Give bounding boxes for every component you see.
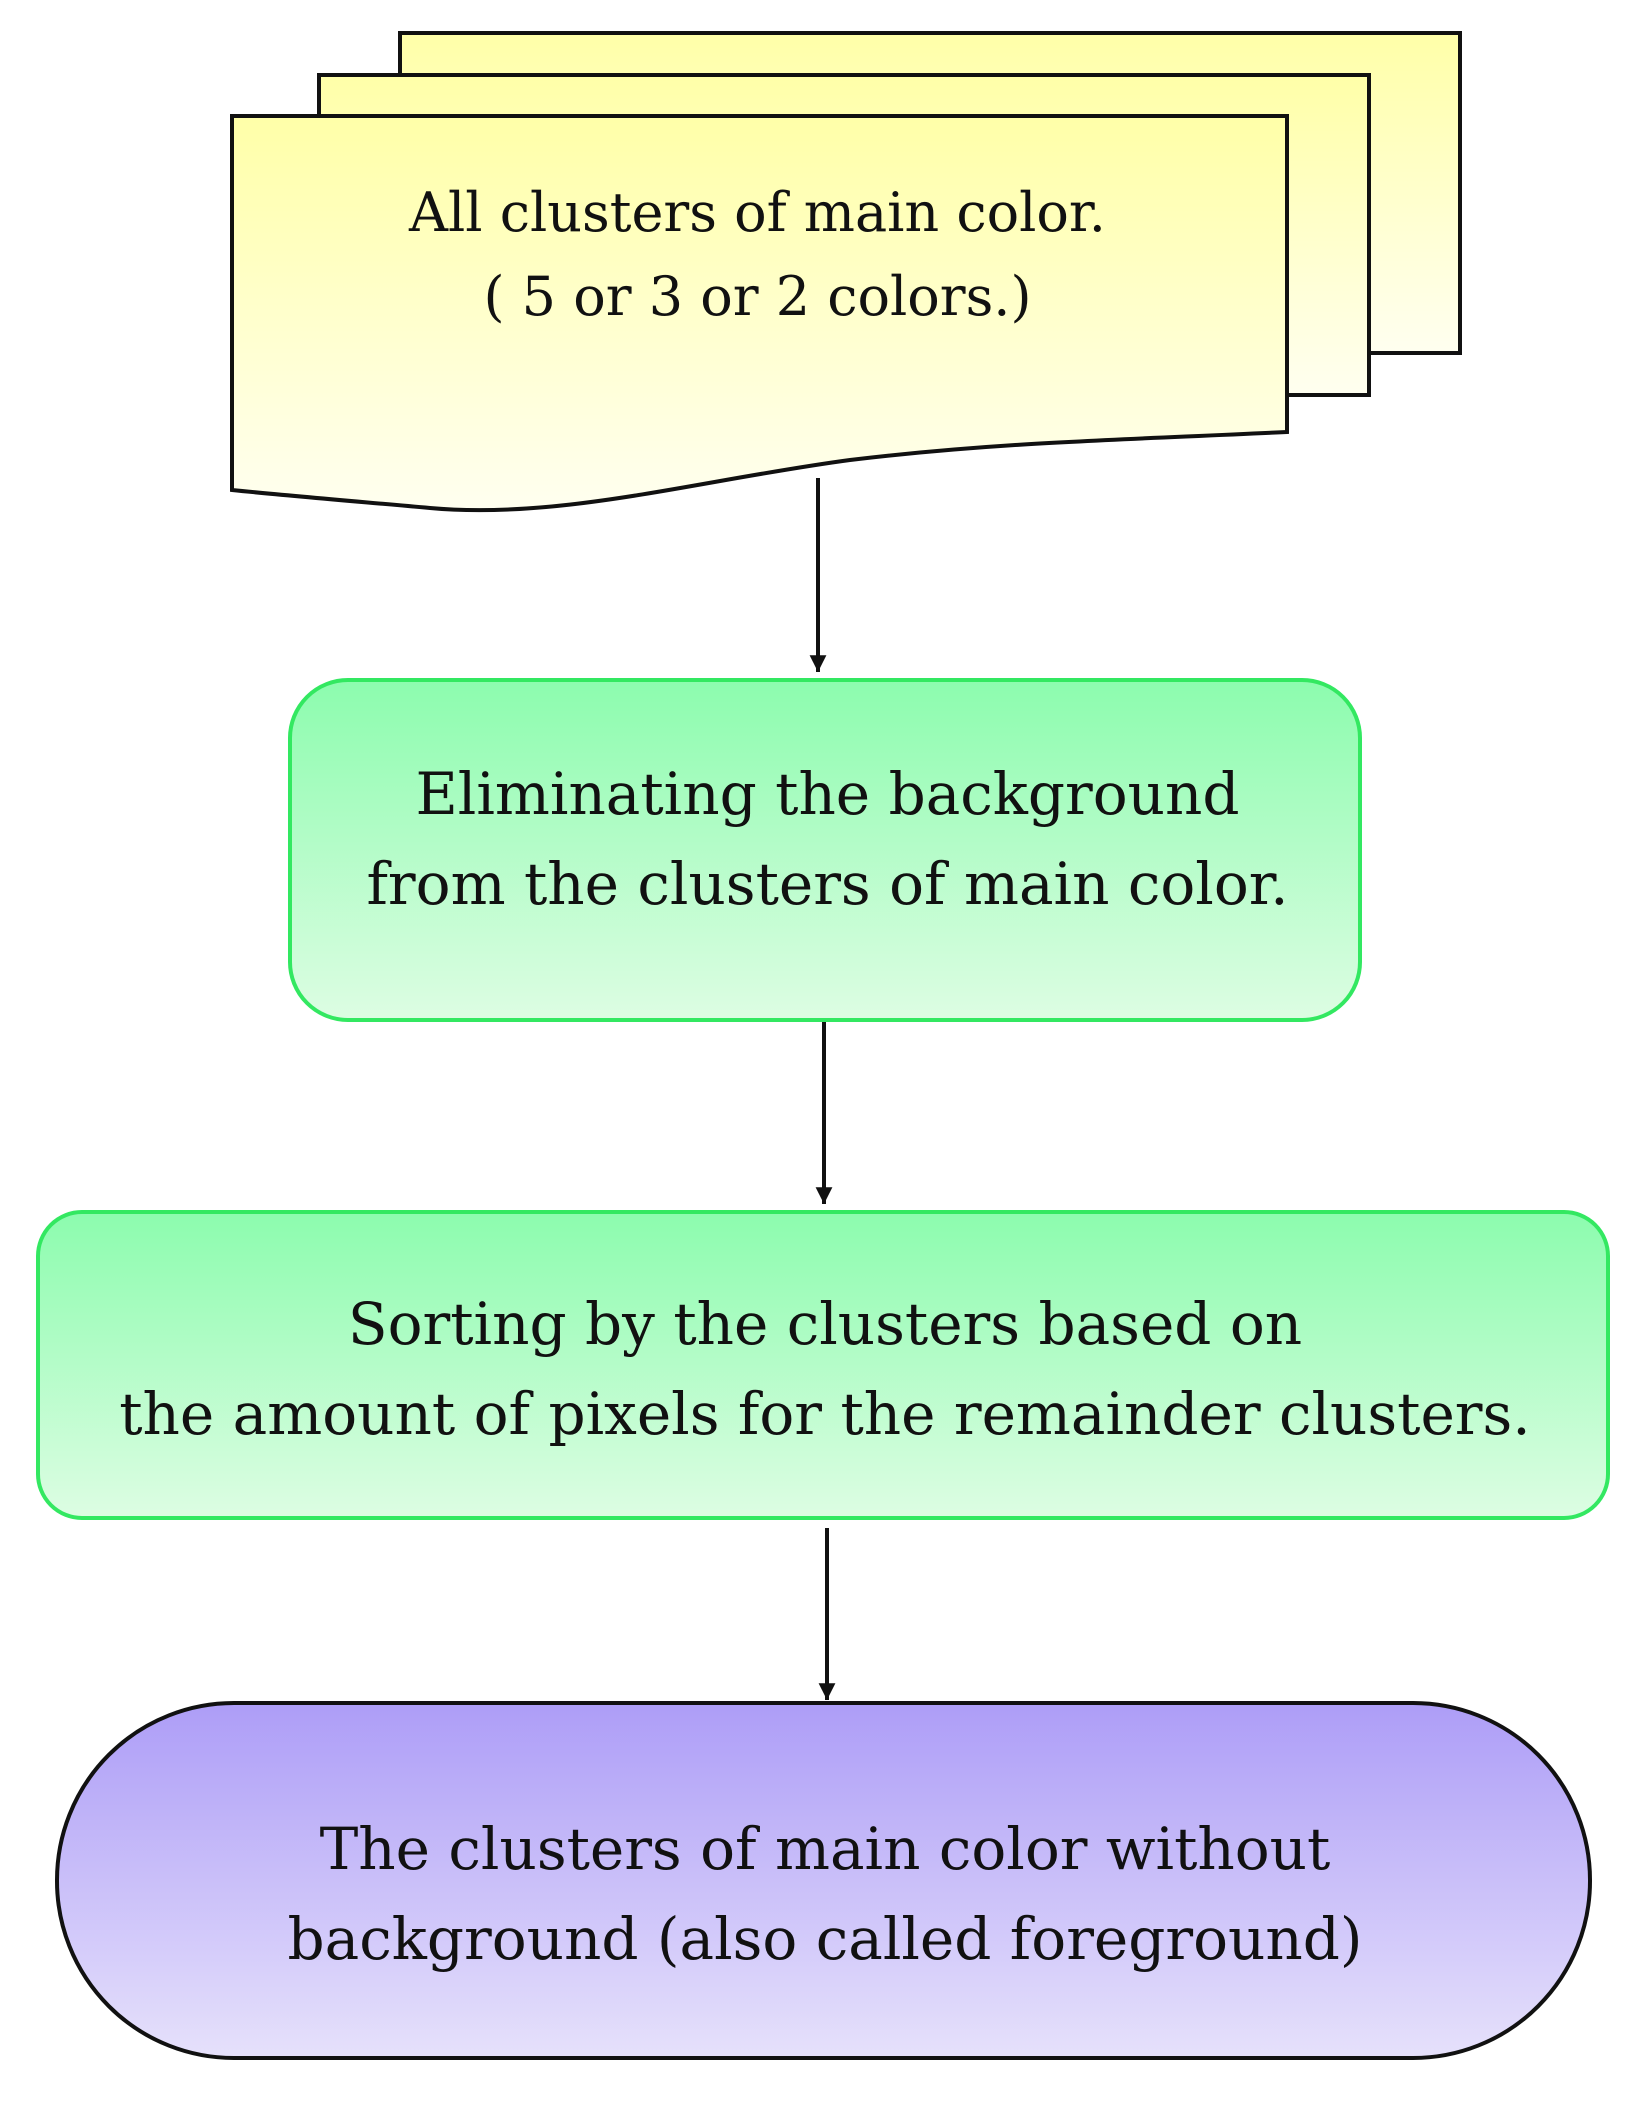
eliminate-label-line-1: Eliminating the background: [415, 760, 1240, 829]
result-label-line-2: background (also called foreground): [287, 1905, 1363, 1973]
result-label-line-1: The clusters of main color without: [319, 1815, 1331, 1884]
result-node-label: The clusters of main color without backg…: [70, 1730, 1580, 2060]
eliminate-label-line-2: from the clusters of main color.: [366, 850, 1289, 918]
documents-node-label: All clusters of main color. ( 5 or 3 or …: [230, 140, 1285, 370]
sort-label-line-1: Sorting by the clusters based on: [347, 1290, 1303, 1359]
document-page-front: [230, 114, 1289, 513]
process-box-eliminate: [288, 678, 1362, 1022]
sort-label-line-2: the amount of pixels for the remainder c…: [119, 1380, 1531, 1448]
multi-document-shape: [230, 31, 1462, 513]
terminal-box-result: [55, 1701, 1592, 2060]
eliminate-node-label: Eliminating the background from the clus…: [300, 695, 1355, 985]
connector-arrows: [809, 478, 836, 1700]
documents-label-line-1: All clusters of main color.: [409, 181, 1106, 245]
process-box-sort: [36, 1210, 1610, 1520]
sort-node-label: Sorting by the clusters based on the amo…: [45, 1230, 1605, 1510]
documents-label-line-2: ( 5 or 3 or 2 colors.): [483, 265, 1032, 328]
